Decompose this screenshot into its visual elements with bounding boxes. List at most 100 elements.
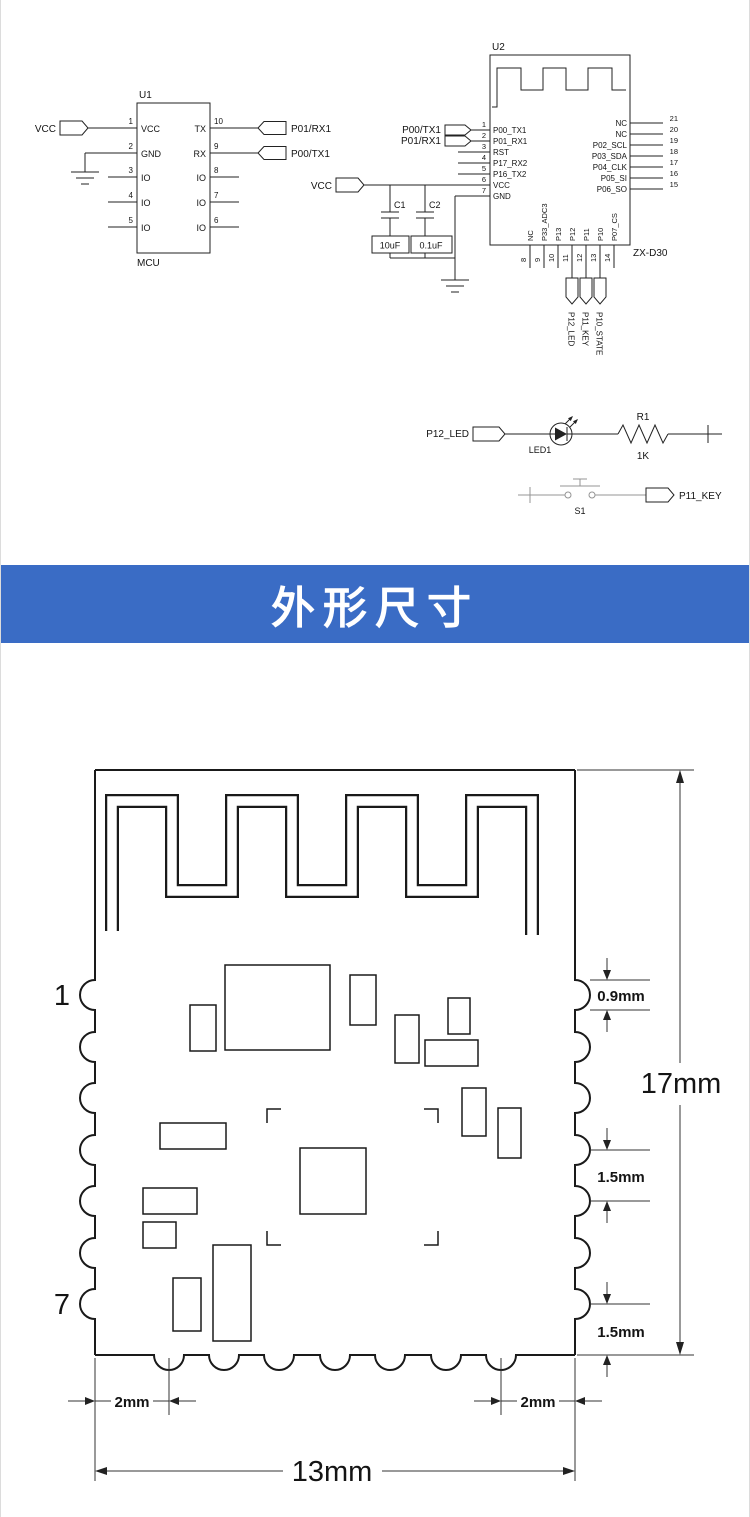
u1-pin-number: 2 (129, 142, 134, 151)
u1-gnd-symbol (71, 153, 99, 185)
net-label-p10-state: P10_STATE (595, 312, 604, 355)
arrow-left-icon (95, 1467, 107, 1475)
u2-pin-number: 17 (670, 158, 678, 167)
net-label-tx: P01/RX1 (291, 124, 331, 135)
arrow-down-icon (603, 1140, 611, 1150)
schematic-svg: U1 MCU 1 2 3 4 5 VCC (35, 42, 722, 516)
dim-left-margin-2mm: 2mm (68, 1358, 196, 1415)
u2-bottom-pin-names: NC P33_ADC3 P13 P12 P11 P10 P07_CS (526, 203, 619, 241)
arrow-up-icon (603, 1201, 611, 1211)
cap-ref: C2 (429, 200, 441, 210)
cap-value-box (410, 235, 453, 254)
u2-pin-number: 12 (575, 254, 584, 262)
u2-body (489, 54, 631, 246)
u2-pin-number: 16 (670, 169, 678, 178)
dim-lines (94, 1358, 576, 1481)
banner-title: 外形尺寸 (271, 583, 479, 634)
power-port-icon (335, 177, 365, 193)
u2-pin-number: 2 (482, 131, 486, 140)
dim-height-17mm: 17mm (577, 769, 722, 1356)
dim-width-value: 13mm (292, 1456, 373, 1488)
u2-left-pin-numbers: 1 2 3 4 5 6 7 (482, 120, 486, 195)
power-port-icon (59, 120, 89, 136)
u1-tx-port: P01/RX1 (257, 121, 331, 135)
arrow-left-icon (169, 1397, 179, 1405)
u1-vcc-port: VCC (35, 120, 89, 136)
schematic-section: U1 MCU 1 2 3 4 5 VCC (0, 0, 750, 565)
u2-pin-number: 14 (603, 254, 612, 262)
net-label-p12-led: P12_LED (567, 312, 576, 346)
module-left-edge (79, 770, 96, 1355)
dim-lines (474, 1358, 602, 1415)
u2-pin-wires (364, 122, 663, 278)
u1-part: MCU (137, 258, 160, 269)
u2-pin-name: NC (615, 119, 627, 128)
led-diode-icon (555, 427, 567, 441)
arrow-down-icon (676, 1342, 684, 1355)
net-port-icon (645, 487, 675, 503)
led-wires (505, 416, 722, 446)
u2-pin-name: P06_SO (597, 185, 627, 194)
arrow-up-icon (603, 1355, 611, 1365)
u1-pin-name: VCC (141, 124, 161, 134)
u1-pin-name: RX (193, 149, 206, 159)
u2-pin-name: P16_TX2 (493, 170, 527, 179)
gnd-symbol (441, 279, 469, 293)
net-label-p01rx1: P01/RX1 (401, 136, 441, 147)
u1-pin-wires (85, 127, 258, 228)
net-label-p00tx1: P00/TX1 (402, 125, 441, 136)
arrow-left-icon (575, 1397, 585, 1405)
arrow-right-icon (85, 1397, 95, 1405)
u2-pin-name: NC (526, 230, 535, 241)
u2-pin-number: 21 (670, 114, 678, 123)
page-border-left (0, 0, 1, 1517)
u2-pin-name: P13 (554, 228, 563, 241)
dim-bottom-pitch-value: 1.5mm (597, 1324, 645, 1341)
u2-bottom-ports: P12_LED P11_KEY P10_STATE (565, 277, 607, 355)
key-wires (518, 478, 646, 503)
u2-pin-name: P00_TX1 (493, 126, 527, 135)
u2-pin-number: 5 (482, 164, 486, 173)
u2-pin-number: 15 (670, 180, 678, 189)
u2-right-pin-numbers: 21 20 19 18 17 16 15 (670, 114, 678, 189)
dim-pad-value: 0.9mm (597, 988, 645, 1005)
u2-part: ZX-D30 (633, 248, 668, 259)
u2-pin-name: GND (493, 192, 511, 201)
u2-pin-number: 11 (561, 254, 570, 262)
module-components (142, 964, 522, 1342)
dim-height-value: 17mm (641, 1068, 722, 1100)
u2-pin-name: P04_CLK (593, 163, 628, 172)
u2-uart-ports: P00/TX1 P01/RX1 (401, 124, 472, 147)
cap-value: 0.1uF (419, 241, 443, 251)
dim-pad-0-9mm: 0.9mm (590, 958, 650, 1032)
led-ref: LED1 (529, 445, 552, 455)
u2-bottom-pin-numbers: 8 9 10 11 12 13 14 (519, 254, 612, 262)
resistor-value: 1K (637, 451, 650, 462)
u2-ref: U2 (492, 42, 505, 53)
module-bottom-edge (95, 1354, 575, 1371)
resistor-icon (617, 423, 669, 445)
u1-left-pin-names: VCC GND IO IO IO (141, 124, 162, 233)
u2-pin-name: P12 (568, 228, 577, 241)
u2-symbol: U2 ZX-D30 (364, 42, 678, 278)
u1-pin-name: IO (141, 198, 151, 208)
cap-ref: C1 (394, 200, 406, 210)
dim-lines (577, 769, 694, 1356)
u1-pin-number: 3 (129, 166, 134, 175)
dim-width-13mm: 13mm (94, 1358, 576, 1488)
u1-pin-name: IO (196, 173, 206, 183)
u1-pin-name: IO (196, 223, 206, 233)
net-port-icon (579, 277, 593, 305)
u2-pin-number: 7 (482, 186, 486, 195)
u1-pin-name: IO (141, 173, 151, 183)
net-port-icon (565, 277, 579, 305)
led-arrow-icon (573, 419, 578, 424)
u2-pin-number: 20 (670, 125, 678, 134)
u1-pin-name: GND (141, 149, 162, 159)
net-port-icon (593, 277, 607, 305)
u2-pin-name: RST (493, 148, 509, 157)
pin-seven-label: 7 (54, 1289, 70, 1321)
u2-pin-number: 10 (547, 254, 556, 262)
net-label-p11-key: P11_KEY (581, 312, 590, 347)
